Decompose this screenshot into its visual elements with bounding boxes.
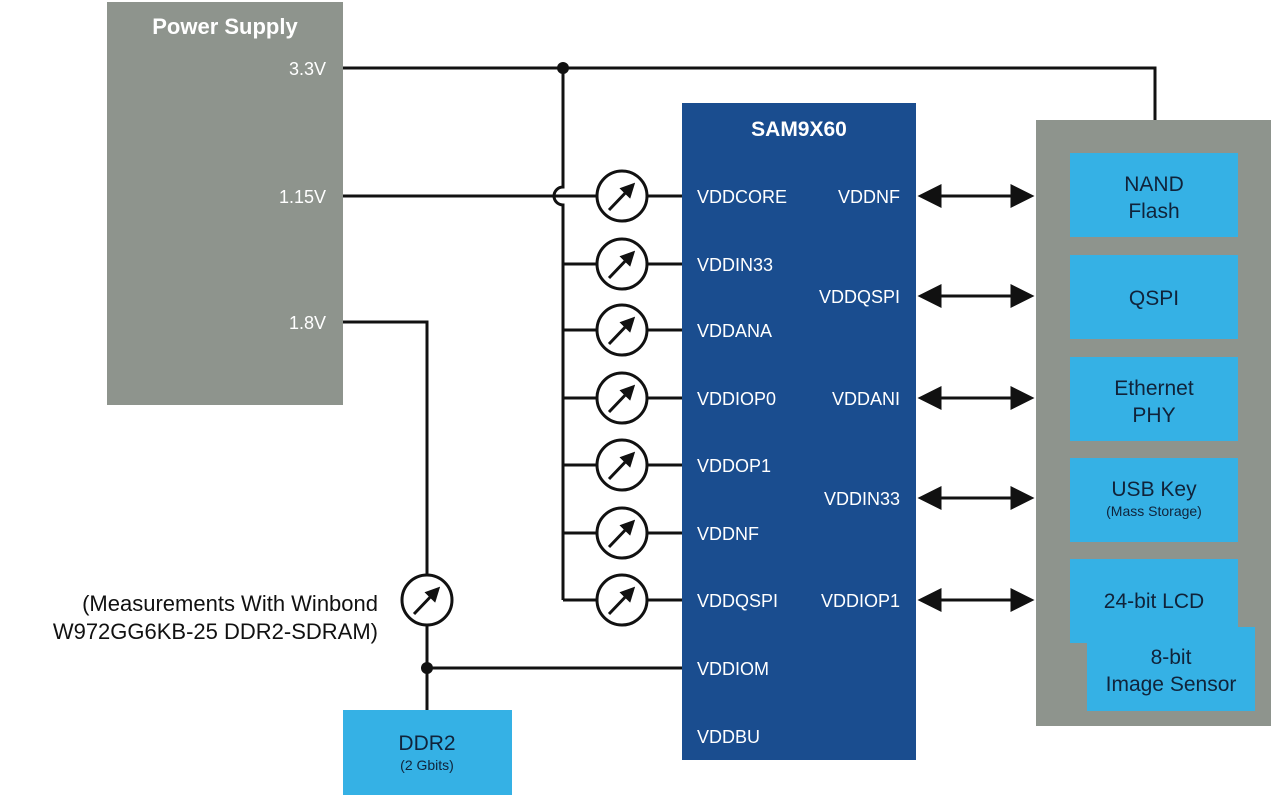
- chip-right-pin: VDDIN33: [824, 489, 900, 509]
- current-meter: [595, 169, 649, 223]
- chip-left-pin: VDDIOM: [697, 659, 769, 679]
- peripheral-label: USB Key: [1111, 478, 1197, 501]
- peripheral-label: 24-bit LCD: [1104, 590, 1204, 613]
- chip-right-pin: VDDANI: [832, 389, 900, 409]
- chip-left-pin: VDDNF: [697, 524, 759, 544]
- image-sensor-line-1: 8-bit: [1151, 646, 1192, 669]
- wire-3v3-main: [343, 66, 1157, 120]
- current-meter: [595, 303, 649, 357]
- chip-box: [682, 103, 916, 760]
- wire-3v3-bus: [552, 68, 565, 600]
- image-sensor-line-2: Image Sensor: [1106, 673, 1237, 696]
- chip-right-pin: VDDIOP1: [821, 591, 900, 611]
- peripheral-box: [1070, 255, 1238, 339]
- meter-arrow-icon: [607, 519, 636, 549]
- meter-arrow-icon: [412, 586, 441, 616]
- meter-arrow-icon: [607, 182, 636, 212]
- sam9x60-chip: SAM9X60 VDDCOREVDDIN33VDDANAVDDIOP0VDDOP…: [682, 103, 916, 760]
- current-meter: [595, 506, 649, 560]
- junction-dot-1v8: [421, 662, 433, 674]
- ddr2-title: DDR2: [398, 732, 455, 755]
- meter-arrow-icon: [607, 586, 636, 616]
- peripheral-block: USB Key (Mass Storage): [1070, 458, 1238, 542]
- current-meters: [595, 169, 649, 627]
- peripheral-box: [1070, 357, 1238, 441]
- chip-left-pin: VDDCORE: [697, 187, 787, 207]
- peripheral-box: [1070, 153, 1238, 237]
- note-line-1: (Measurements With Winbond: [82, 591, 378, 616]
- meter-arrow-icon: [607, 451, 636, 481]
- measurement-note: (Measurements With Winbond W972GG6KB-25 …: [53, 591, 378, 644]
- chip-title: SAM9X60: [751, 118, 847, 141]
- chip-left-pin: VDDIN33: [697, 255, 773, 275]
- power-supply-title: Power Supply: [152, 14, 298, 39]
- peripheral-label: QSPI: [1129, 287, 1179, 310]
- chip-left-pin: VDDBU: [697, 727, 760, 747]
- note-line-2: W972GG6KB-25 DDR2-SDRAM): [53, 619, 378, 644]
- ddr2-block: DDR2 (2 Gbits): [343, 710, 512, 795]
- meter-arrow-icon: [607, 384, 636, 414]
- ddr2-subtitle: (2 Gbits): [400, 757, 454, 773]
- peripheral-label: NAND: [1124, 173, 1184, 196]
- chip-right-pin: VDDQSPI: [819, 287, 900, 307]
- ddr2-box: [343, 710, 512, 795]
- current-meter: [595, 573, 649, 627]
- rail-label-3v3: 3.3V: [289, 59, 326, 79]
- chip-left-pin: VDDOP1: [697, 456, 771, 476]
- chip-left-pin: VDDANA: [697, 321, 772, 341]
- rail-label-1v15: 1.15V: [279, 187, 326, 207]
- rail-label-1v8: 1.8V: [289, 313, 326, 333]
- power-supply-box: [107, 2, 343, 405]
- chip-right-pin: VDDNF: [838, 187, 900, 207]
- ddr-current-meter: [400, 573, 454, 627]
- peripheral-label: Flash: [1128, 200, 1179, 223]
- current-meter: [595, 237, 649, 291]
- peripheral-label: PHY: [1132, 404, 1175, 427]
- peripheral-block: QSPI: [1070, 255, 1238, 339]
- current-meter: [595, 371, 649, 425]
- peripheral-label: Ethernet: [1114, 377, 1194, 400]
- image-sensor-box: [1087, 627, 1255, 711]
- peripheral-sublabel: (Mass Storage): [1106, 503, 1202, 519]
- image-sensor-block: 8-bit Image Sensor: [1087, 627, 1255, 711]
- current-meter: [595, 438, 649, 492]
- chip-left-pin: VDDIOP0: [697, 389, 776, 409]
- peripheral-block: NAND Flash: [1070, 153, 1238, 237]
- wire-1v8: [343, 320, 429, 710]
- power-supply-block: Power Supply 3.3V 1.15V 1.8V: [107, 2, 343, 405]
- peripheral-box: [1070, 458, 1238, 542]
- meter-arrow-icon: [607, 316, 636, 346]
- meter-arrow-icon: [607, 250, 636, 280]
- peripheral-bus-arrows: [917, 184, 1035, 612]
- chip-left-pin: VDDQSPI: [697, 591, 778, 611]
